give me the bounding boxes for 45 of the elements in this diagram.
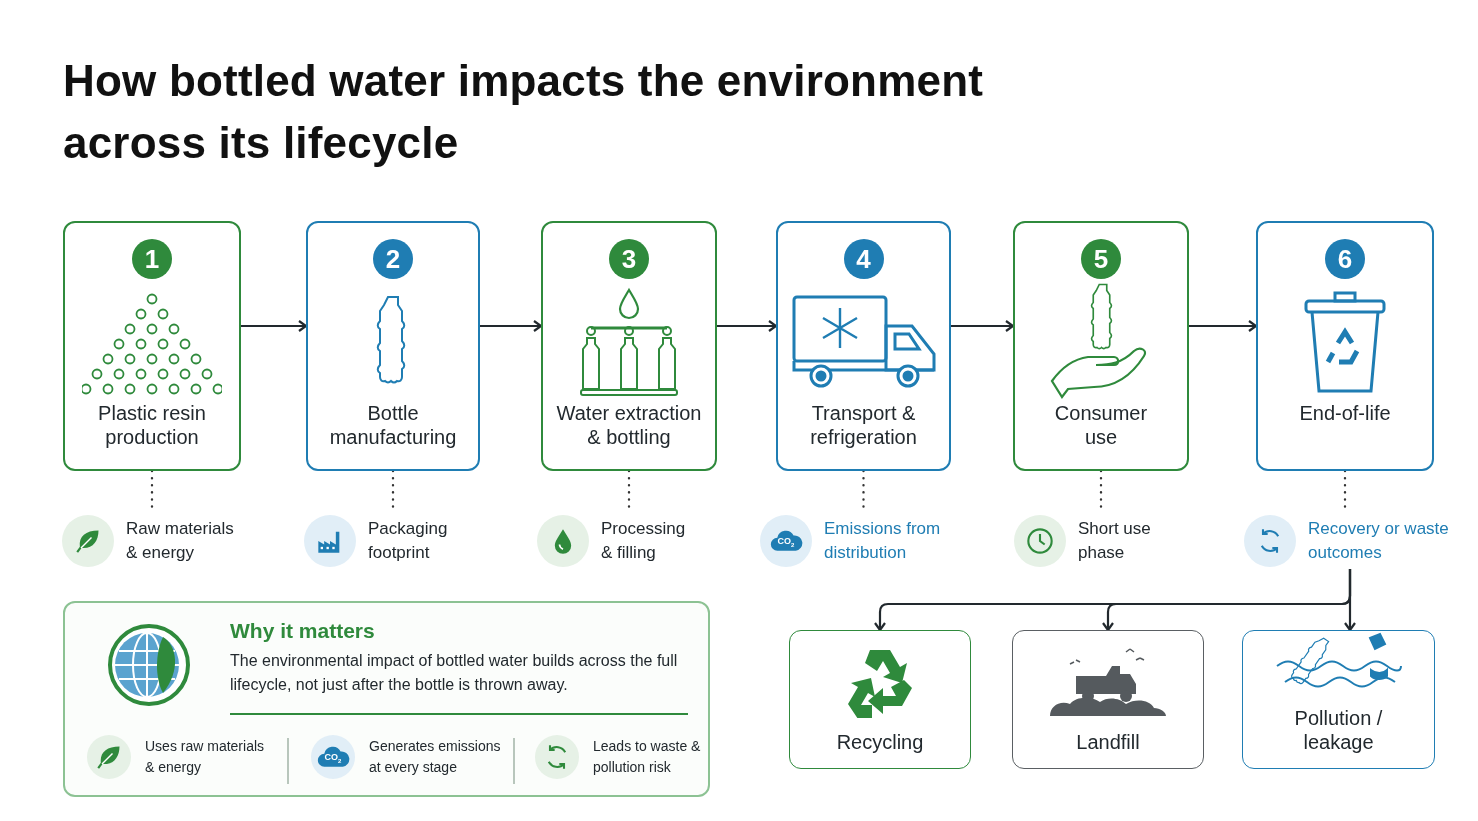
stage-label: Bottle manufacturing [328, 401, 458, 449]
impact-text: Emissions from distribution [824, 518, 942, 564]
outcome-label: Recycling [836, 730, 924, 754]
step-number-badge: 2 [373, 239, 413, 279]
impact-text: Processing & filling [601, 518, 687, 564]
outcome-card [1012, 630, 1204, 769]
stage-label: Water extraction & bottling [555, 401, 703, 449]
outcome-card [789, 630, 971, 769]
step-number-badge: 4 [843, 239, 884, 279]
stage-card [1013, 221, 1189, 471]
arrow [1189, 319, 1258, 333]
arrow [480, 319, 543, 333]
step-number-badge: 3 [609, 239, 649, 279]
stage-label: Consumer use [1053, 401, 1149, 449]
stage-card [1256, 221, 1434, 471]
point-text: Leads to waste & pollution risk [593, 737, 702, 777]
panel-heading: Why it matters [230, 619, 375, 643]
impact-text: Packaging footprint [368, 518, 449, 564]
stage-label: Plastic resin production [97, 401, 207, 449]
impact-text: Raw materials & energy [126, 518, 235, 564]
stage-label: Transport & refrigeration [809, 401, 918, 449]
co2-label: CO$_{2}$ [324, 753, 342, 764]
stage-label: End-of-life [1298, 401, 1392, 425]
arrow [717, 319, 778, 333]
info-panel [63, 601, 710, 797]
page-title: How bottled water impacts the environment across its lifecycle [63, 55, 985, 169]
impact-text: Recovery or waste outcomes [1308, 518, 1450, 564]
arrow [241, 319, 308, 333]
impact-text: Short use phase [1078, 518, 1152, 564]
point-text: Uses raw materials & energy [145, 737, 266, 777]
stage-card [63, 221, 241, 471]
step-number-badge: 5 [1081, 239, 1121, 279]
outcome-label: Landfill [1076, 730, 1140, 754]
stage-card [306, 221, 480, 471]
step-number-badge: 6 [1325, 239, 1365, 279]
stage-card [541, 221, 717, 471]
outcome-card [1242, 630, 1435, 769]
outcome-label: Pollution / leakage [1293, 706, 1384, 754]
arrow [1343, 569, 1357, 632]
stage-card [776, 221, 951, 471]
arrow [951, 319, 1015, 333]
co2-label: CO$_{2}$ [777, 537, 795, 548]
step-number-badge: 1 [132, 239, 172, 279]
panel-text: The environmental impact of bottled water builds across the full lifecycle, not just after the bottle is thrown away. [230, 651, 679, 695]
point-text: Generates emissions at every stage [369, 737, 501, 777]
